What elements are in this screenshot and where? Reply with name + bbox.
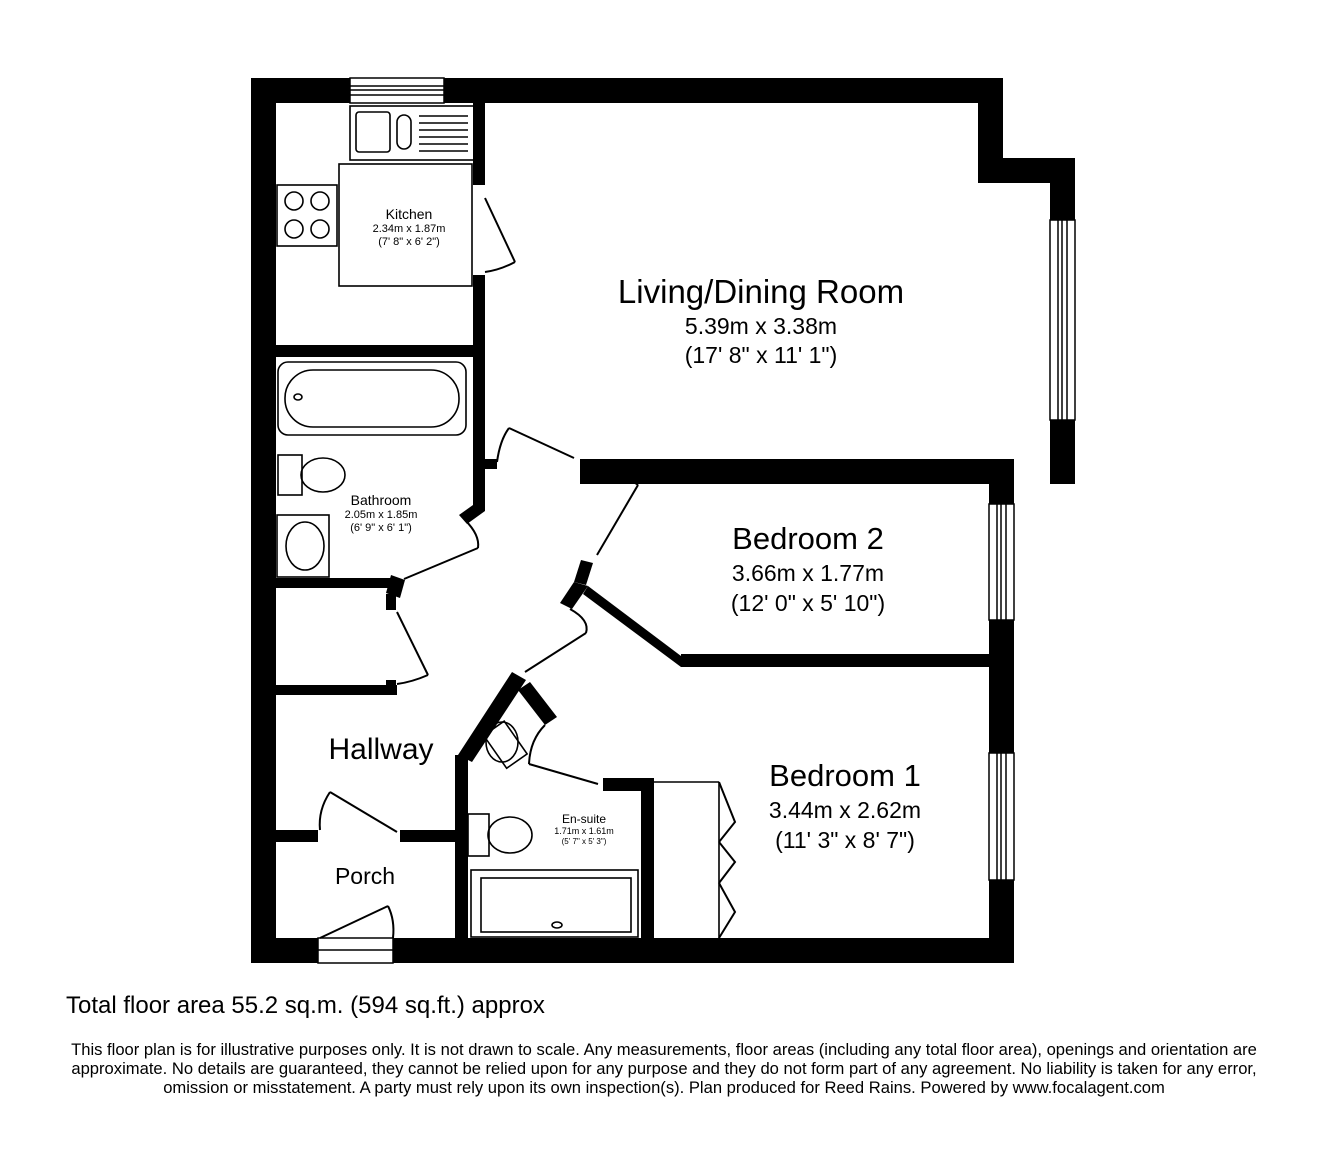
bathroom-metric: 2.05m x 1.85m xyxy=(344,509,418,521)
living-room-name: Living/Dining Room xyxy=(617,273,905,310)
bedroom2-name: Bedroom 2 xyxy=(732,521,884,556)
room-label-bedroom1: Bedroom 1 3.44m x 2.62m (11' 3" x 8' 7") xyxy=(725,757,965,855)
kitchen-name: Kitchen xyxy=(385,206,433,222)
door-bathroom xyxy=(403,519,480,580)
door-kitchen xyxy=(484,197,516,273)
bedroom2-imperial: (12' 0" x 5' 10") xyxy=(730,590,886,616)
fixtures xyxy=(276,105,720,938)
bathroom-toilet xyxy=(277,454,346,496)
bathtub xyxy=(277,361,467,436)
room-label-bathroom: Bathroom 2.05m x 1.85m (6' 9" x 6' 1") xyxy=(311,492,451,535)
exterior-walls xyxy=(251,78,1075,963)
total-floor-area: Total floor area 55.2 sq.m. (594 sq.ft.)… xyxy=(66,992,545,1019)
door-porch-inner xyxy=(318,791,398,833)
kitchen-worktop xyxy=(338,163,473,287)
bedroom1-imperial: (11' 3" x 8' 7") xyxy=(775,827,915,853)
bathroom-basin xyxy=(276,514,330,578)
kitchen-hob xyxy=(276,184,338,247)
windows xyxy=(317,77,1076,964)
floor-plan xyxy=(251,77,1076,964)
doors xyxy=(318,197,737,939)
door-living xyxy=(496,427,575,463)
kitchen-sink xyxy=(349,105,477,161)
porch-name: Porch xyxy=(334,863,396,889)
door-entrance xyxy=(319,905,395,939)
room-label-ensuite: En-suite 1.71m x 1.61m (5' 7" x 5' 3") xyxy=(543,812,625,847)
wardrobe xyxy=(654,781,720,938)
kitchen-imperial: (7' 8" x 6' 2") xyxy=(378,236,440,248)
disclaimer-text: This floor plan is for illustrative purp… xyxy=(71,1040,1257,1097)
bathroom-name: Bathroom xyxy=(350,492,412,508)
bathroom-imperial: (6' 9" x 6' 1") xyxy=(350,522,412,534)
interior-walls xyxy=(276,103,990,938)
shower-tray xyxy=(470,869,639,938)
room-label-hallway: Hallway xyxy=(306,731,456,769)
entrance-threshold xyxy=(317,937,394,964)
ensuite-wc xyxy=(467,813,533,857)
bedroom1-name: Bedroom 1 xyxy=(769,758,921,793)
window-living xyxy=(1049,219,1076,421)
living-room-imperial: (17' 8" x 11' 1") xyxy=(684,342,838,368)
bedroom2-metric: 3.66m x 1.77m xyxy=(731,560,885,586)
kitchen-metric: 2.34m x 1.87m xyxy=(372,223,446,235)
ensuite-metric: 1.71m x 1.61m xyxy=(554,826,614,836)
room-label-living: Living/Dining Room 5.39m x 3.38m (17' 8"… xyxy=(575,272,947,370)
door-cupboard xyxy=(396,611,429,685)
ensuite-name: En-suite xyxy=(561,812,607,826)
hallway-name: Hallway xyxy=(328,733,434,766)
wardrobe-doors xyxy=(718,781,737,939)
ensuite-imperial: (5' 7" x 5' 3") xyxy=(561,837,607,846)
room-label-kitchen: Kitchen 2.34m x 1.87m (7' 8" x 6' 2") xyxy=(339,206,479,249)
door-bedroom2 xyxy=(596,469,639,556)
door-bedroom1 xyxy=(524,608,588,673)
window-bedroom1 xyxy=(988,752,1015,881)
room-label-bedroom2: Bedroom 2 3.66m x 1.77m (12' 0" x 5' 10"… xyxy=(688,520,928,618)
window-bedroom2 xyxy=(988,503,1015,621)
living-room-metric: 5.39m x 3.38m xyxy=(684,313,838,339)
room-label-porch: Porch xyxy=(315,862,415,890)
bedroom1-metric: 3.44m x 2.62m xyxy=(768,797,922,823)
window-kitchen xyxy=(349,77,445,104)
door-ensuite xyxy=(528,724,599,785)
ensuite-toilet xyxy=(482,720,529,770)
